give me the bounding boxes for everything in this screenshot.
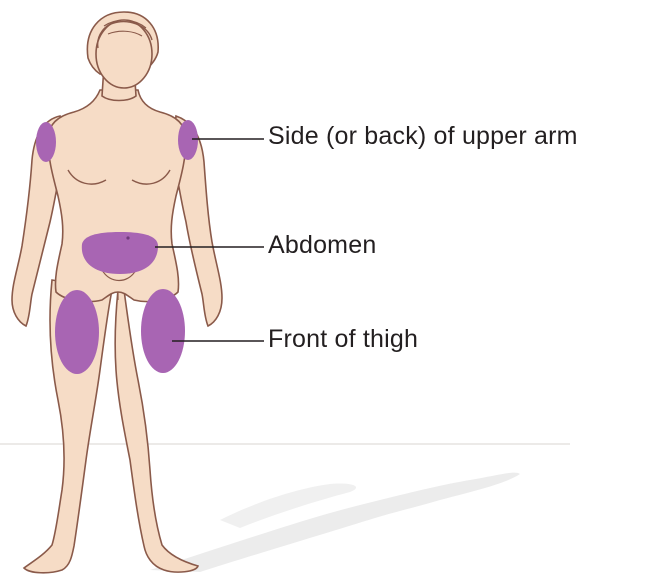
thigh-site-right <box>141 289 185 373</box>
head <box>96 20 152 88</box>
upper-arm-site-left <box>36 122 56 162</box>
thigh-site-left <box>55 290 99 374</box>
upper-arm-label: Side (or back) of upper arm <box>268 122 578 150</box>
thigh-label: Front of thigh <box>268 325 418 353</box>
upper-arm-site-right <box>178 120 198 160</box>
abdomen-label: Abdomen <box>268 231 376 259</box>
